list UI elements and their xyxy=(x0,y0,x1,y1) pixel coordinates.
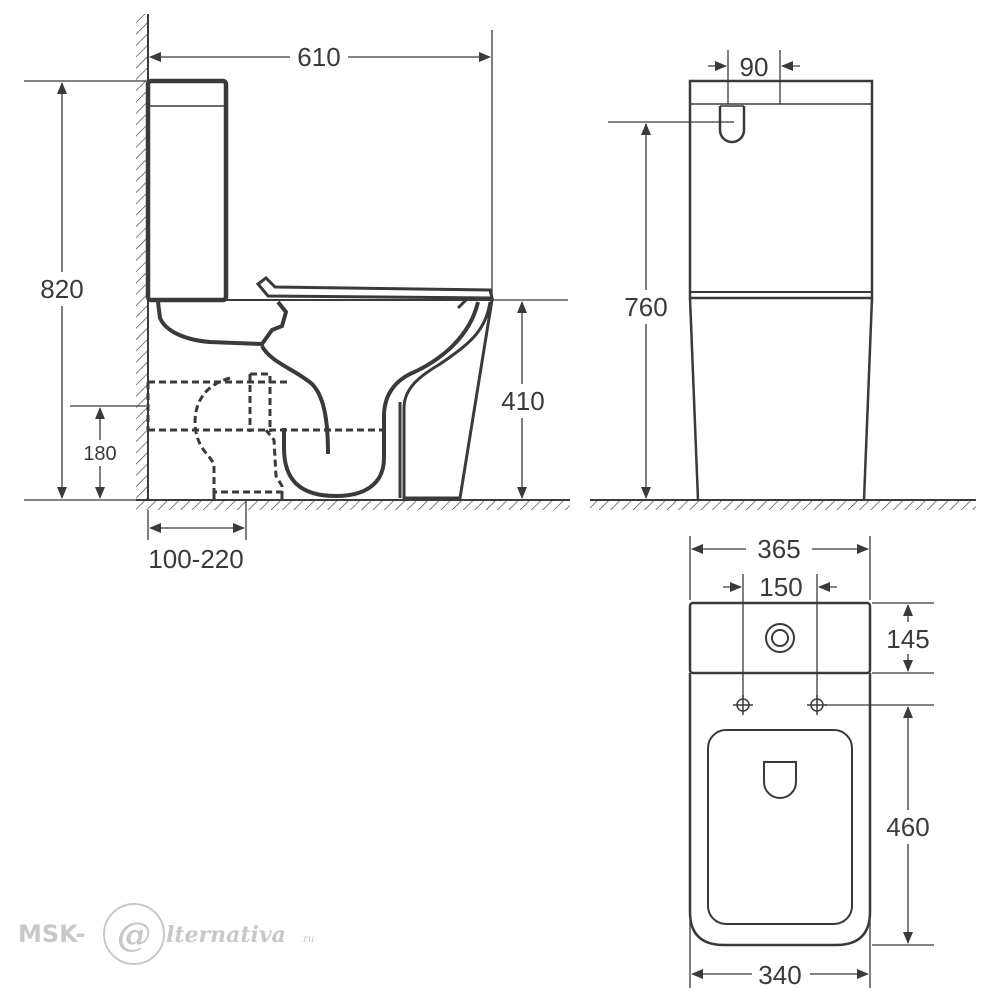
top-view xyxy=(688,536,934,988)
label-145: 145 xyxy=(886,624,929,654)
label-340: 340 xyxy=(758,960,801,990)
cistern xyxy=(145,78,229,303)
front-bowl xyxy=(688,297,874,501)
drain-hole xyxy=(763,761,797,799)
floor-hatching-front xyxy=(590,500,976,510)
label-365: 365 xyxy=(757,534,800,564)
bowl-inner-wall xyxy=(260,344,330,455)
label-410: 410 xyxy=(501,386,544,416)
label-610: 610 xyxy=(297,42,340,72)
trap-connector xyxy=(156,300,289,347)
top-bowl xyxy=(688,673,872,947)
toilet-seat xyxy=(255,276,494,300)
flush-button-inner xyxy=(771,629,789,647)
flush-button-outer xyxy=(765,623,795,653)
label-760: 760 xyxy=(624,292,667,322)
wall-hatching xyxy=(136,14,148,500)
label-820: 820 xyxy=(40,274,83,304)
top-cistern xyxy=(688,601,872,675)
bowl-outer-body xyxy=(402,299,494,500)
front-cistern xyxy=(688,79,874,300)
label-100-220: 100-220 xyxy=(148,544,243,574)
watermark-right: lternativa xyxy=(166,922,286,948)
watermark-logo: MSK- @ lternativa .ru xyxy=(18,903,314,965)
hidden-outlet xyxy=(146,372,386,500)
watermark-left: MSK- xyxy=(18,920,86,948)
label-150: 150 xyxy=(759,572,802,602)
label-90: 90 xyxy=(740,52,769,82)
label-460: 460 xyxy=(886,812,929,842)
watermark-circle xyxy=(103,903,165,965)
watermark-suffix: .ru xyxy=(300,934,314,945)
front-inlet-hole xyxy=(718,106,746,144)
front-view xyxy=(590,50,976,510)
label-180: 180 xyxy=(83,443,116,465)
bowl-inner-cavity xyxy=(282,301,480,499)
flush-hook xyxy=(456,298,468,310)
watermark-glyph: @ xyxy=(117,915,151,955)
floor-hatching-side xyxy=(136,500,570,510)
bowl-opening xyxy=(707,729,853,925)
